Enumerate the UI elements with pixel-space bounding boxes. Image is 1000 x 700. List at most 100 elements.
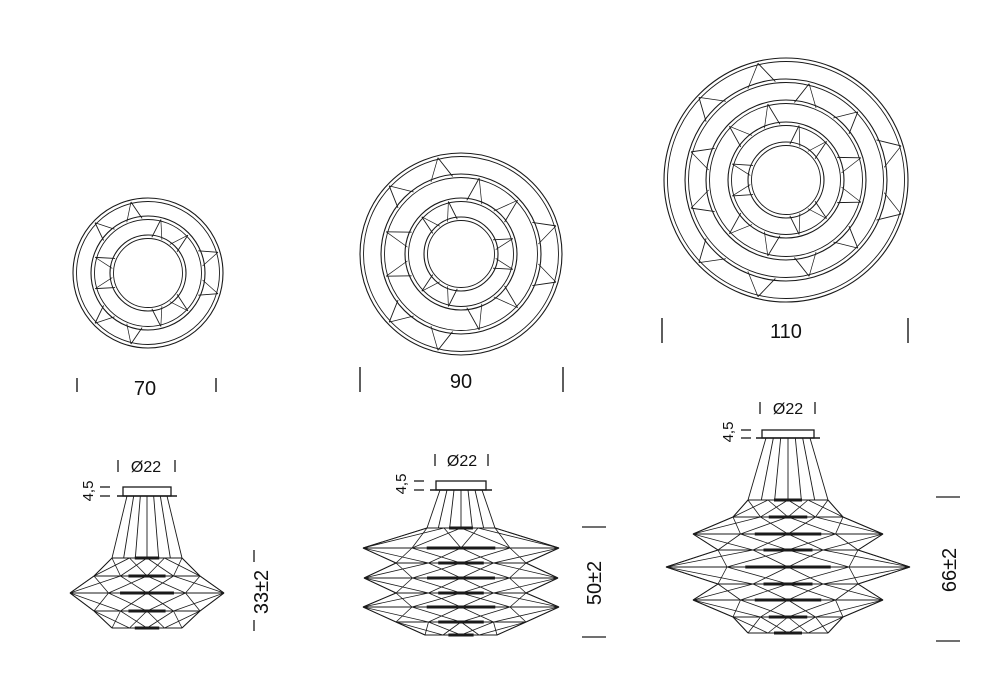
- spoke: [807, 208, 827, 219]
- lattice-strut: [69, 592, 121, 612]
- lattice-strut: [164, 557, 201, 577]
- lattice-strut: [120, 557, 148, 577]
- lattice-strut: [460, 621, 480, 636]
- lattice-strut: [752, 583, 789, 601]
- profile-edge: [494, 527, 560, 549]
- top-view-small: [72, 197, 224, 349]
- profile-edge: [665, 566, 719, 585]
- spoke: [437, 331, 453, 351]
- lattice-strut: [395, 562, 413, 579]
- lattice-strut: [443, 527, 462, 549]
- top-view-large: [663, 57, 909, 303]
- spoke: [94, 222, 115, 230]
- lattice-strut: [493, 577, 559, 594]
- spoke: [729, 126, 742, 148]
- spoke: [421, 216, 434, 234]
- lattice-strut: [173, 557, 183, 577]
- ring-outer: [705, 99, 867, 261]
- lattice-strut: [787, 599, 816, 618]
- top-views: [72, 57, 909, 356]
- lattice-strut: [787, 549, 850, 568]
- lattice-strut: [185, 575, 201, 594]
- canopy-label-medium: Ø22: [447, 453, 477, 470]
- side-views: [69, 402, 960, 642]
- lattice-strut: [493, 621, 498, 636]
- profile-edge: [363, 577, 397, 594]
- profile-edge: [199, 575, 225, 594]
- lattice-strut: [717, 583, 741, 601]
- spoke: [848, 225, 859, 249]
- spoke: [478, 303, 483, 330]
- lattice-strut: [428, 547, 462, 564]
- spoke: [386, 260, 408, 277]
- lattice-strut: [787, 516, 816, 535]
- top-view-medium: [359, 152, 563, 356]
- lattice-strut: [460, 592, 511, 608]
- spoke: [698, 258, 727, 263]
- lattice-strut: [665, 549, 754, 568]
- profile-edge: [692, 516, 734, 535]
- lattice-strut: [692, 583, 754, 601]
- lattice-strut: [747, 616, 761, 634]
- suspension-cable: [426, 489, 441, 529]
- lattice-strut: [787, 583, 824, 601]
- spoke: [94, 316, 115, 324]
- spoke: [126, 201, 132, 223]
- lattice-strut: [362, 527, 445, 549]
- lattice-strut: [424, 621, 429, 636]
- spoke: [833, 111, 858, 119]
- profile-edge: [395, 621, 426, 636]
- profile-edge: [842, 516, 884, 535]
- suspension-cable: [153, 495, 160, 559]
- suspension-cable: [437, 489, 448, 529]
- spoke: [729, 224, 753, 235]
- lattice-strut: [395, 606, 413, 623]
- spoke: [729, 125, 753, 136]
- ring-outer: [684, 78, 888, 282]
- ring-inner: [113, 238, 183, 308]
- lattice-strut: [460, 621, 494, 636]
- ring-inner: [94, 219, 202, 327]
- ring-outer: [359, 152, 563, 356]
- spoke: [126, 323, 132, 345]
- ring-inner: [384, 177, 538, 331]
- spoke: [538, 263, 557, 283]
- lattice-strut: [362, 592, 429, 608]
- lattice-strut: [509, 592, 527, 608]
- lattice-strut: [493, 547, 560, 564]
- spoke: [848, 111, 859, 135]
- spoke: [876, 213, 902, 221]
- spoke: [495, 238, 513, 250]
- lattice-strut: [395, 592, 413, 608]
- spoke: [757, 278, 776, 297]
- lattice-strut: [752, 533, 789, 551]
- lattice-strut: [822, 549, 911, 568]
- lattice-strut: [411, 547, 462, 564]
- lattice-strut: [835, 533, 859, 551]
- lattice-strut: [835, 599, 844, 618]
- suspension-cable: [474, 489, 485, 529]
- ring-outer: [72, 197, 224, 349]
- lattice-strut: [362, 547, 429, 564]
- ring-outer: [109, 234, 187, 312]
- profile-edge: [69, 592, 95, 612]
- lattice-strut: [411, 606, 462, 623]
- lattice-strut: [460, 547, 511, 564]
- lattice-strut: [752, 566, 789, 585]
- lattice-strut: [493, 606, 560, 623]
- spoke: [130, 327, 143, 345]
- suspension-cable: [760, 437, 774, 501]
- side-view-large: [665, 402, 960, 642]
- spoke: [198, 293, 219, 296]
- lattice-strut: [395, 621, 444, 636]
- profile-edge: [93, 610, 113, 629]
- lattice-strut: [760, 616, 789, 634]
- spoke: [814, 141, 827, 160]
- lattice-strut: [411, 527, 428, 549]
- lattice-strut: [509, 577, 527, 594]
- canopy-height-label-medium: 4,5: [393, 474, 410, 495]
- spoke: [698, 97, 727, 102]
- lattice-strut: [120, 592, 148, 612]
- lattice-strut: [692, 516, 761, 535]
- lattice-strut: [412, 577, 462, 594]
